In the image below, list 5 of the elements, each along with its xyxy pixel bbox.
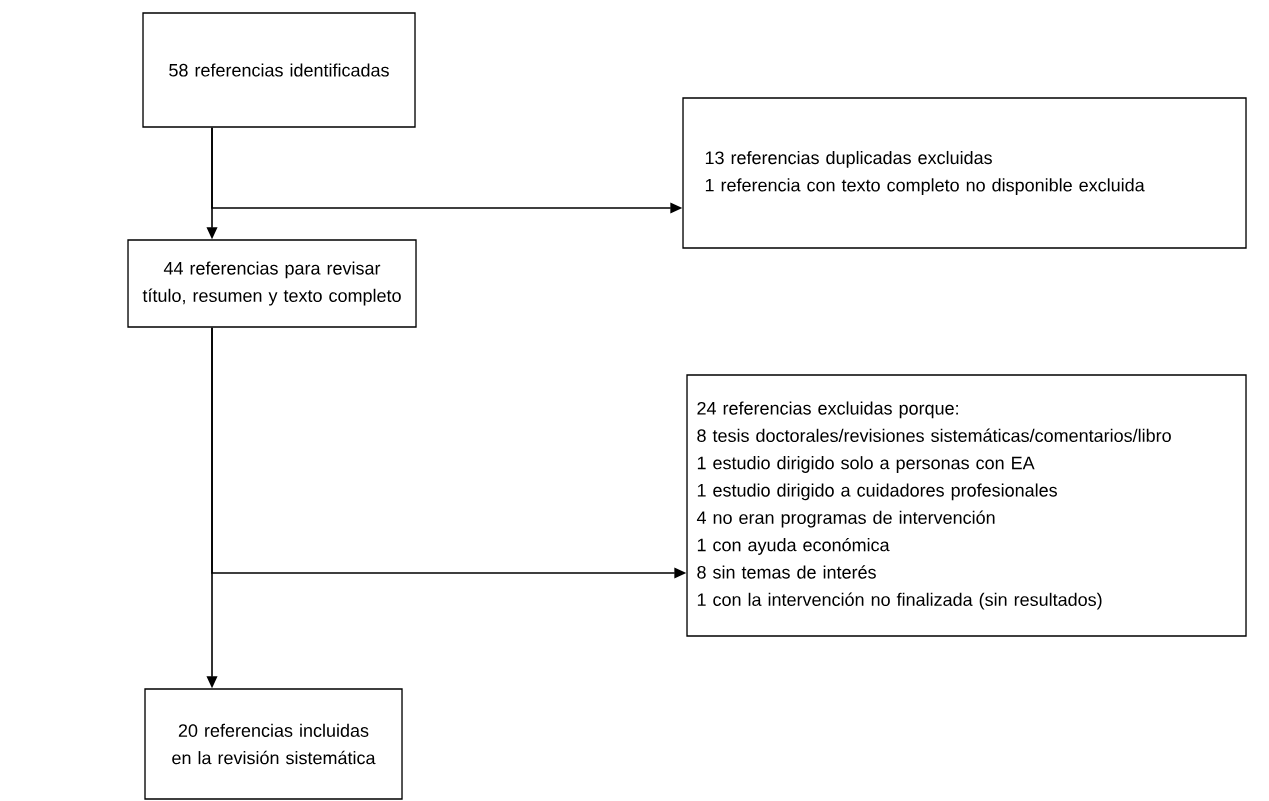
- process-box: 13 referencias duplicadas excluidas 1 referencia con texto completo no disponible excluida: [682, 97, 1247, 249]
- process-box: 58 referencias identificadas: [142, 12, 416, 128]
- process-box: 20 referencias incluidas en la revisión sistemática: [144, 688, 403, 800]
- process-box: 44 referencias para revisar título, resumen y texto completo: [127, 239, 417, 328]
- process-box: 24 referencias excluidas porque: 8 tesis doctorales/revisiones sistemáticas/comentarios/libro 1 estudio dirigido solo a personas con EA 1 estudio dirigido a cuidadores profesionales 4 no eran programas de intervención 1 con ayuda económica 8 sin temas de interés 1 con la intervención no finalizada (sin resultados): [686, 374, 1247, 637]
